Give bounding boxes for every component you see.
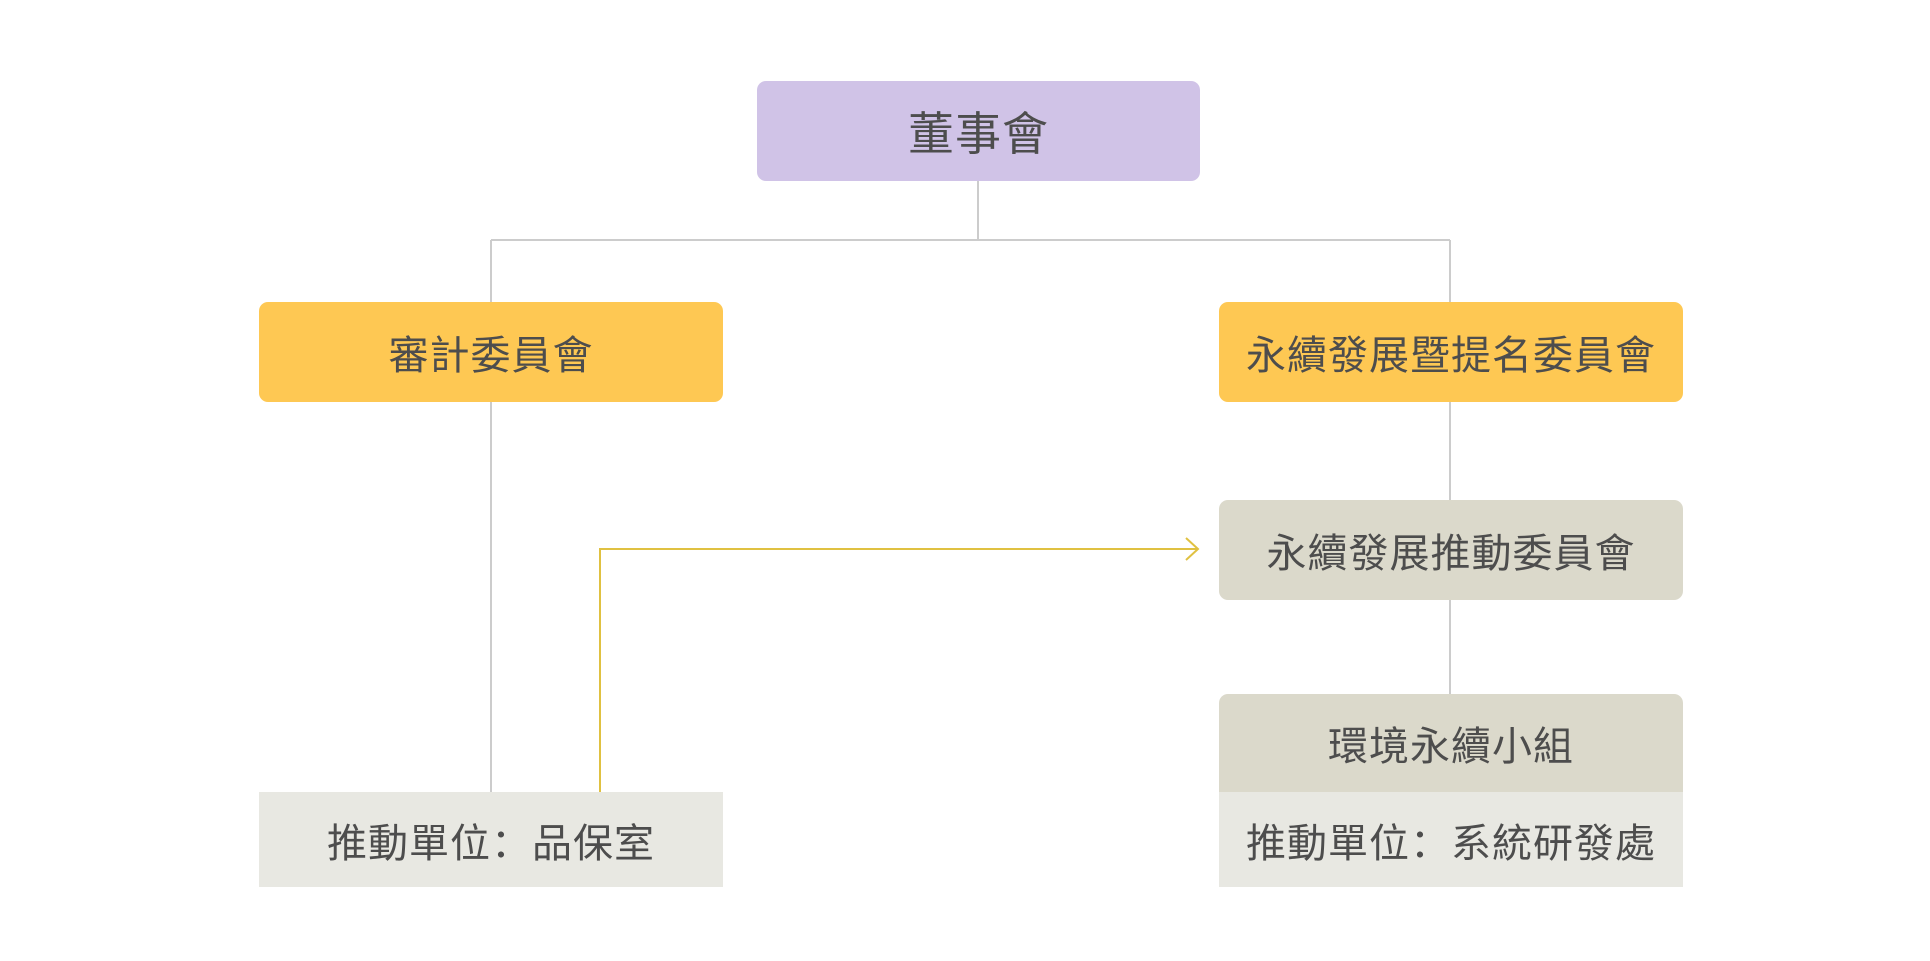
sustainability-nomination-committee-node: 永續發展暨提名委員會 [1219,302,1683,402]
env-group-unit: 推動單位：系統研發處 [1219,792,1683,887]
arrowhead [1185,537,1200,561]
audit-committee-node: 審計委員會 [259,302,723,402]
env-group-title: 環境永續小組 [1219,694,1683,792]
environmental-sustainability-group-node: 環境永續小組 推動單位：系統研發處 [1219,694,1683,887]
sustainability-promotion-committee-node: 永續發展推動委員會 [1219,500,1683,600]
board-node: 董事會 [757,81,1200,181]
unit-to-promotion-arrow [599,548,1198,792]
audit-unit-node: 推動單位：品保室 [259,792,723,887]
